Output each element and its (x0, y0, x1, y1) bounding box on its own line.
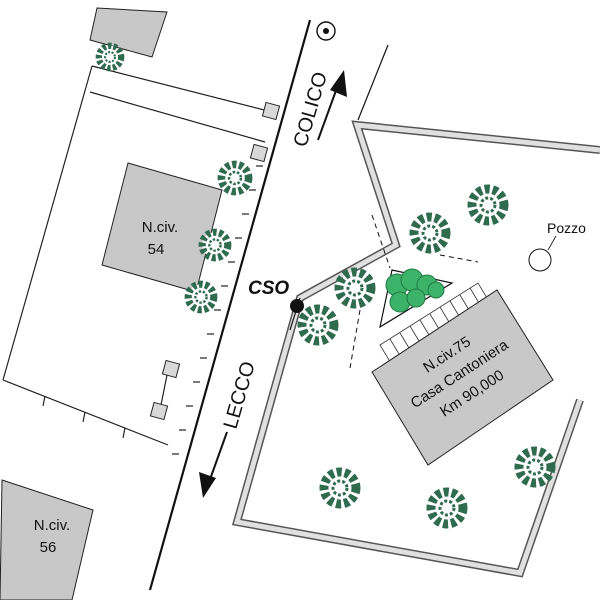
building-75 (371, 289, 554, 466)
light-green-shrubs (385, 268, 445, 313)
lecco-label: LECCO (220, 359, 260, 431)
road-right-edge (357, 44, 389, 121)
road-ticks (42, 165, 263, 455)
arrow-to-lecco-icon (199, 431, 228, 498)
arrow-to-colico-icon (317, 70, 347, 141)
dashed-lines (349, 214, 479, 369)
road-left-edge (148, 19, 312, 591)
small-pillars (149, 101, 281, 421)
building-56-label-1: N.civ. (34, 517, 70, 534)
well-icon (528, 248, 552, 272)
building-54-label-1: N.civ. (142, 219, 178, 236)
building-56-label-2: 56 (40, 539, 57, 556)
building-56 (0, 479, 94, 600)
building-54-label-2: 54 (148, 241, 165, 258)
pozzo-label: Pozzo (547, 220, 586, 236)
colico-label: COLICO (290, 70, 332, 150)
cso-label: CSO (248, 278, 289, 299)
location-marker-icon (316, 21, 336, 41)
cso-marker (290, 299, 304, 313)
